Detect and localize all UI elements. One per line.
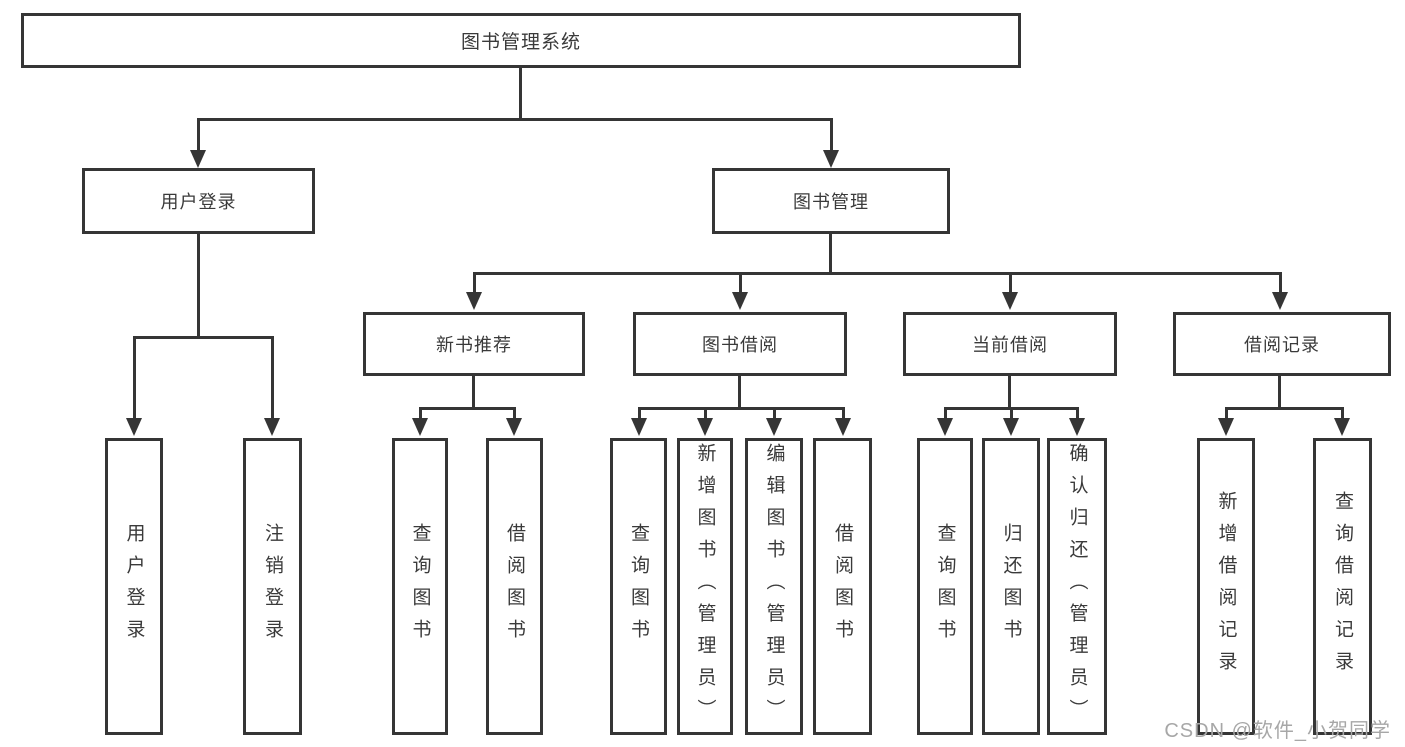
node-label: 图书管理系统	[460, 32, 581, 53]
node-label: 查询图书	[628, 522, 649, 651]
arrowhead-cb-query	[937, 418, 953, 436]
connector-drop-cb-return	[1010, 407, 1013, 420]
node-label: 查询借阅记录	[1332, 490, 1353, 683]
node-label: 归还图书	[1000, 522, 1022, 651]
connector-root-horizontal	[197, 118, 833, 121]
connector-book-borrow-horizontal	[638, 407, 845, 410]
node-label: 注销登录	[262, 522, 283, 651]
arrowhead-book-management	[823, 150, 839, 168]
connector-drop-leaf-logout	[271, 336, 274, 420]
node-leaf-cb-confirm-return-admin: 确认归还（管理员）	[1047, 438, 1107, 735]
connector-drop-br-query	[1341, 407, 1344, 420]
arrowhead-nb-query	[412, 418, 428, 436]
connector-book-management-stem	[829, 234, 832, 275]
connector-drop-current-borrow	[1009, 272, 1012, 296]
connector-drop-nb-borrow	[513, 407, 516, 420]
connector-root-stem	[519, 68, 522, 121]
arrowhead-bb-add	[697, 418, 713, 436]
node-label: 图书管理	[793, 192, 869, 212]
node-label: 新增图书（管理员）	[694, 442, 716, 731]
node-label: 借阅图书	[504, 522, 525, 651]
connector-drop-new-book	[473, 272, 476, 296]
arrowhead-br-query	[1334, 418, 1350, 436]
node-new-book-recommend: 新书推荐	[363, 312, 585, 376]
node-label: 新增借阅记录	[1215, 490, 1237, 683]
node-leaf-cb-return-books: 归还图书	[982, 438, 1040, 735]
arrowhead-leaf-logout	[264, 418, 280, 436]
arrowhead-leaf-user-login	[126, 418, 142, 436]
connector-user-login-stem	[197, 234, 200, 339]
connector-book-management-horizontal	[473, 272, 1282, 275]
node-book-borrowing: 图书借阅	[633, 312, 847, 376]
node-leaf-cb-query-books: 查询图书	[917, 438, 973, 735]
node-label: 借阅图书	[832, 522, 853, 651]
connector-drop-borrow-record	[1279, 272, 1282, 296]
node-leaf-user-login: 用户登录	[105, 438, 163, 735]
arrowhead-cb-return	[1003, 418, 1019, 436]
node-leaf-bb-add-books-admin: 新增图书（管理员）	[677, 438, 733, 735]
connector-drop-leaf-user-login	[133, 336, 136, 420]
arrowhead-bb-edit	[766, 418, 782, 436]
connector-current-borrow-stem	[1008, 376, 1011, 410]
node-leaf-bb-query-books: 查询图书	[610, 438, 667, 735]
node-label: 查询图书	[934, 522, 956, 651]
node-leaf-nb-query-books: 查询图书	[392, 438, 448, 735]
arrowhead-cb-confirm	[1069, 418, 1085, 436]
connector-drop-bb-add	[704, 407, 707, 420]
arrowhead-bb-borrow	[835, 418, 851, 436]
arrowhead-book-borrow	[732, 292, 748, 310]
connector-drop-book-borrow	[739, 272, 742, 296]
node-borrowing-records: 借阅记录	[1173, 312, 1391, 376]
node-label: 确认归还（管理员）	[1066, 442, 1088, 731]
node-leaf-bb-edit-books-admin: 编辑图书（管理员）	[745, 438, 803, 735]
connector-drop-user-login	[197, 118, 200, 152]
connector-borrow-record-horizontal	[1225, 407, 1344, 410]
connector-book-borrow-stem	[738, 376, 741, 410]
arrowhead-br-add	[1218, 418, 1234, 436]
connector-drop-cb-query	[944, 407, 947, 420]
node-user-login: 用户登录	[82, 168, 315, 234]
node-label: 编辑图书（管理员）	[763, 442, 785, 731]
node-leaf-bb-borrow-books: 借阅图书	[813, 438, 872, 735]
connector-drop-bb-query	[638, 407, 641, 420]
connector-drop-bb-borrow	[842, 407, 845, 420]
node-leaf-nb-borrow-books: 借阅图书	[486, 438, 543, 735]
arrowhead-bb-query	[631, 418, 647, 436]
connector-borrow-record-stem	[1278, 376, 1281, 410]
connector-drop-book-management	[830, 118, 833, 152]
connector-new-book-horizontal	[419, 407, 516, 410]
node-leaf-logout: 注销登录	[243, 438, 302, 735]
node-label: 用户登录	[160, 192, 237, 212]
node-leaf-br-query-record: 查询借阅记录	[1313, 438, 1372, 735]
arrowhead-current-borrow	[1002, 292, 1018, 310]
connector-new-book-stem	[472, 376, 475, 410]
node-leaf-br-add-record: 新增借阅记录	[1197, 438, 1255, 735]
node-library-management-system: 图书管理系统	[21, 13, 1021, 68]
arrowhead-new-book	[466, 292, 482, 310]
arrowhead-borrow-record	[1272, 292, 1288, 310]
node-current-borrowing: 当前借阅	[903, 312, 1117, 376]
arrowhead-user-login	[190, 150, 206, 168]
node-label: 查询图书	[409, 522, 431, 651]
node-label: 图书借阅	[702, 335, 778, 355]
connector-drop-cb-confirm	[1076, 407, 1079, 420]
node-label: 借阅记录	[1244, 335, 1320, 355]
connector-user-login-horizontal	[133, 336, 274, 339]
node-label: 当前借阅	[972, 335, 1048, 355]
connector-drop-bb-edit	[773, 407, 776, 420]
node-book-management: 图书管理	[712, 168, 950, 234]
connector-drop-br-add	[1225, 407, 1228, 420]
node-label: 用户登录	[123, 522, 145, 651]
connector-drop-nb-query	[419, 407, 422, 420]
node-label: 新书推荐	[436, 335, 512, 355]
arrowhead-nb-borrow	[506, 418, 522, 436]
